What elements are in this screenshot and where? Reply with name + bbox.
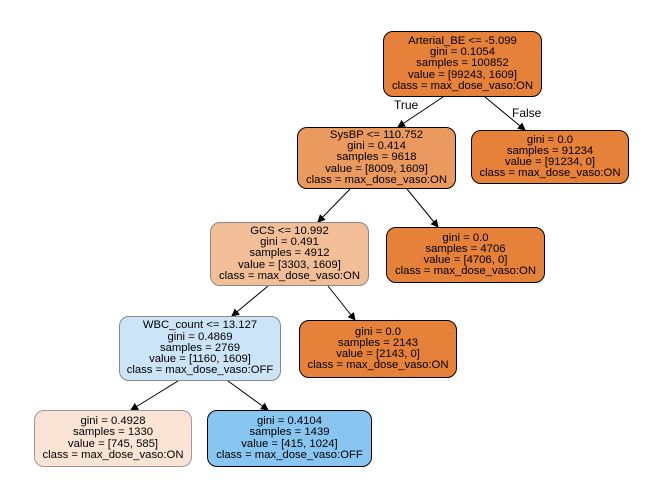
tree-node-leaf-wbc-left: gini = 0.4928 samples = 1330 value = [74… — [34, 410, 192, 467]
node-line: samples = 100852 — [416, 57, 509, 70]
tree-node-leaf-gcs-right: gini = 0.0 samples = 2143 value = [2143,… — [299, 320, 457, 378]
edge-root-n2 — [484, 96, 526, 131]
node-line: value = [4706, 0] — [423, 254, 508, 266]
node-line: samples = 1330 — [72, 426, 154, 439]
node-line: samples = 4912 — [249, 247, 330, 260]
tree-node-gcs: GCS <= 10.992 gini = 0.491 samples = 491… — [210, 222, 369, 286]
node-line: samples = 2769 — [159, 341, 241, 354]
node-line: gini = 0.4928 — [80, 415, 146, 428]
node-line: value = [99243, 1609] — [408, 68, 517, 81]
true-edge-label: True — [394, 98, 419, 112]
edge-n5-n7 — [130, 380, 179, 411]
tree-node-root: Arterial_BE <= -5.099 gini = 0.1054 samp… — [383, 31, 542, 97]
node-line: gini = 0.491 — [260, 236, 319, 249]
node-line: SysBP <= 110.752 — [329, 128, 424, 141]
edge-n1-n4 — [406, 188, 439, 228]
node-line: gini = 0.0 — [354, 325, 402, 338]
node-line: class = max_dose_vaso:ON — [395, 265, 536, 278]
tree-node-leaf-wbc-right: gini = 0.4104 samples = 1439 value = [41… — [207, 410, 372, 467]
node-line: samples = 1439 — [249, 426, 330, 439]
node-line: samples = 2143 — [337, 336, 419, 349]
node-line: value = [91234, 0] — [504, 156, 596, 168]
node-line: class = max_dose_vaso:OFF — [126, 364, 274, 377]
tree-node-leaf-false: gini = 0.0 samples = 91234 value = [9123… — [471, 130, 629, 184]
node-line: gini = 0.0 — [442, 231, 489, 244]
node-line: class = max_dose_vaso:OFF — [216, 448, 363, 461]
node-line: GCS <= 10.992 — [250, 224, 329, 237]
tree-node-leaf-sysbp-right: gini = 0.0 samples = 4706 value = [4706,… — [386, 227, 545, 283]
node-line: value = [3303, 1609] — [238, 258, 341, 271]
node-line: value = [745, 585] — [67, 437, 159, 450]
node-line: gini = 0.414 — [347, 140, 406, 153]
node-line: value = [415, 1024] — [241, 437, 338, 450]
node-line: gini = 0.0 — [526, 133, 574, 146]
node-line: Arterial_BE <= -5.099 — [408, 34, 517, 47]
node-line: class = max_dose_vaso:ON — [306, 173, 447, 186]
edge-n1-n3 — [317, 188, 351, 223]
node-line: class = max_dose_vaso:ON — [392, 79, 533, 92]
node-line: gini = 0.4104 — [256, 415, 322, 428]
node-line: value = [2143, 0] — [336, 348, 420, 360]
false-edge-label: False — [512, 106, 542, 120]
node-line: samples = 4706 — [425, 242, 506, 255]
node-line: value = [1160, 1609] — [149, 353, 251, 366]
node-line: value = [8009, 1609] — [325, 162, 428, 175]
node-line: gini = 0.4869 — [167, 330, 233, 343]
edge-root-n1 — [397, 96, 444, 128]
tree-node-wbc: WBC_count <= 13.127 gini = 0.4869 sample… — [119, 316, 281, 381]
node-line: samples = 9618 — [336, 151, 417, 164]
edge-n3-n5 — [231, 285, 269, 317]
node-line: class = max_dose_vaso:ON — [479, 167, 621, 180]
edge-n3-n6 — [327, 285, 356, 321]
node-line: gini = 0.1054 — [429, 46, 495, 59]
node-line: class = max_dose_vaso:ON — [307, 359, 449, 372]
node-line: samples = 91234 — [506, 144, 594, 157]
node-line: class = max_dose_vaso:ON — [219, 269, 360, 282]
node-line: class = max_dose_vaso:ON — [42, 448, 184, 461]
tree-node-sysbp: SysBP <= 110.752 gini = 0.414 samples = … — [297, 127, 456, 189]
edge-n5-n8 — [227, 380, 269, 411]
node-line: WBC_count <= 13.127 — [142, 319, 258, 332]
